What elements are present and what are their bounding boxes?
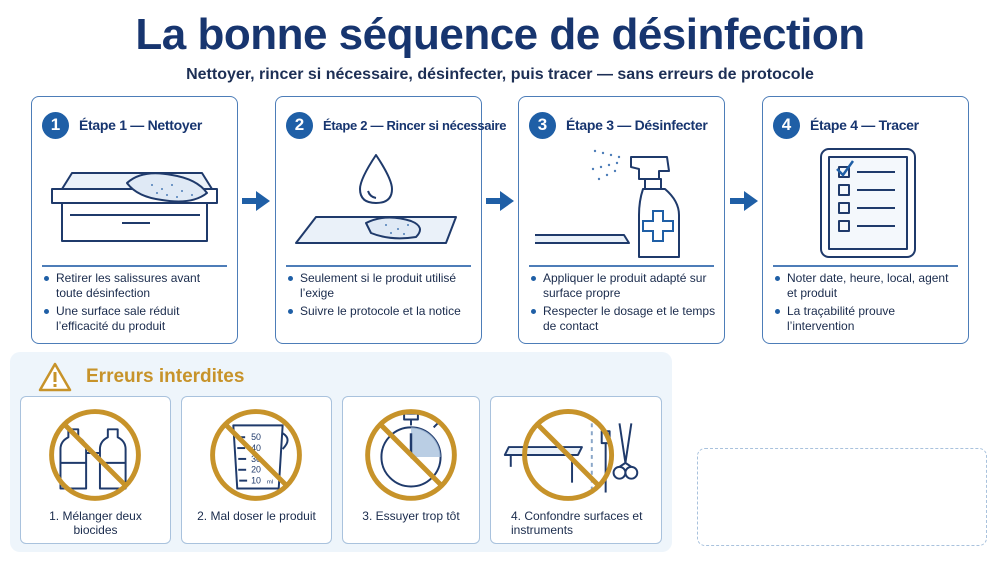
error-card-3: 3. Essuyer trop tôt: [342, 396, 480, 544]
step-divider: [286, 265, 471, 267]
errors-title: Erreurs interdites: [86, 366, 245, 387]
scale-label: 10: [251, 476, 261, 486]
step-card-2: 2 Étape 2 — Rincer si nécessaire Seuleme…: [275, 96, 507, 344]
scale-label: 40: [251, 443, 261, 453]
two-bottles-forbidden-icon: [49, 409, 141, 501]
step-bullet: La traçabilité prouve l’intervention: [775, 304, 960, 333]
arrow-right-icon: [730, 191, 758, 211]
step-divider: [529, 265, 714, 267]
error-label: 4. Confondre surfaces et instruments: [511, 509, 643, 537]
step-divider: [773, 265, 958, 267]
step-title: Étape 3 — Désinfecter: [566, 117, 708, 133]
step-bullets: Retirer les salissures avant toute désin…: [44, 271, 229, 337]
step-header: 4 Étape 4 — Tracer: [773, 111, 919, 139]
scale-label: 20: [251, 465, 261, 475]
error-label: 3. Essuyer trop tôt: [362, 509, 460, 523]
step-bullet: Suivre le protocole et la notice: [288, 304, 473, 319]
step-title: Étape 4 — Tracer: [810, 117, 919, 133]
step-bullet: Retirer les salissures avant toute désin…: [44, 271, 229, 300]
error-label: 1. Mélanger deux biocides: [49, 509, 142, 537]
arrow-right-icon: [242, 191, 270, 211]
scale-label: 50: [251, 432, 261, 442]
scale-label: 30: [251, 454, 261, 464]
step-header: 1 Étape 1 — Nettoyer: [42, 111, 202, 139]
step-card-1: 1 Étape 1 — Nettoyer Retirer les salissu…: [31, 96, 238, 344]
warning-icon: [38, 362, 72, 392]
step-bullets: Noter date, heure, local, agent et produ…: [775, 271, 960, 337]
step-number-badge: 1: [42, 111, 69, 139]
stopwatch-forbidden-icon: [365, 409, 457, 501]
step-number-badge: 3: [529, 111, 556, 139]
step-number-badge: 2: [286, 111, 313, 139]
scale-unit: ml: [267, 480, 273, 486]
step-bullets: Appliquer le produit adapté sur surface …: [531, 271, 716, 337]
step-bullet: Seulement si le produit utilisé l’exige: [288, 271, 473, 300]
step-title: Étape 2 — Rincer si nécessaire: [323, 117, 507, 133]
measuring-cup-forbidden-icon: 50 40 30 20 10 ml: [210, 409, 302, 501]
step-card-3: 3 Étape 3 — Désinfecter Appliquer le pro…: [518, 96, 725, 344]
surface-instruments-forbidden-icon: [503, 409, 639, 501]
error-card-2: 50 40 30 20 10 ml 2. Mal doser le produi…: [181, 396, 332, 544]
error-label: 2. Mal doser le produit: [197, 509, 316, 523]
step-number-badge: 4: [773, 111, 800, 139]
empty-placeholder-box: [697, 448, 987, 546]
arrow-right-icon: [486, 191, 514, 211]
step-bullet: Respecter le dosage et le temps de conta…: [531, 304, 716, 333]
page-title: La bonne séquence de désinfection: [135, 10, 865, 59]
step-header: 2 Étape 2 — Rincer si nécessaire: [286, 111, 507, 139]
spray-bottle-icon: [535, 149, 680, 258]
page-subtitle: Nettoyer, rincer si nécessaire, désinfec…: [186, 66, 814, 83]
step-header: 3 Étape 3 — Désinfecter: [529, 111, 708, 139]
error-card-4: 4. Confondre surfaces et instruments: [490, 396, 662, 544]
step-bullets: Seulement si le produit utilisé l’exige …: [288, 271, 473, 323]
step-bullet: Appliquer le produit adapté sur surface …: [531, 271, 716, 300]
step-bullet: Une surface sale réduit l’efficacité du …: [44, 304, 229, 333]
error-card-1: 1. Mélanger deux biocides: [20, 396, 171, 544]
step-card-4: 4 Étape 4 — Tracer Noter date, heure, lo…: [762, 96, 969, 344]
tablet-checklist-icon: [820, 148, 916, 258]
table-wipe-icon: [51, 172, 218, 242]
errors-header: Erreurs interdites: [38, 360, 244, 394]
step-title: Étape 1 — Nettoyer: [79, 117, 202, 133]
water-drop-icon: [295, 154, 457, 244]
step-bullet: Noter date, heure, local, agent et produ…: [775, 271, 960, 300]
step-divider: [42, 265, 227, 267]
